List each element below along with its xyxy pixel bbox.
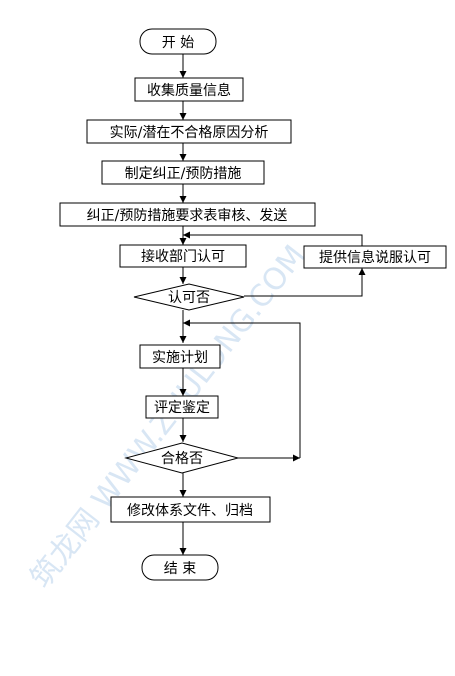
step-evaluate (145, 395, 219, 419)
step-approve-label: 接收部门认可 (141, 248, 225, 265)
step-collect-label: 收集质量信息 (147, 82, 231, 99)
start-terminator (139, 28, 217, 55)
connectors (179, 54, 366, 555)
step-evaluate-label: 评定鉴定 (154, 400, 210, 416)
step-analyze-label: 实际/潜在不合格原因分析 (110, 125, 269, 141)
start-label: 开 始 (162, 35, 194, 51)
end-label: 结 束 (164, 561, 196, 577)
step-implement-label: 实施计划 (152, 350, 208, 366)
decision-pass-label: 合格否 (161, 451, 203, 467)
step-submit (59, 202, 316, 227)
decision-approve (133, 283, 245, 311)
step-implement (139, 344, 221, 369)
step-persuade (303, 245, 447, 269)
step-modify (110, 496, 271, 523)
step-develop-label: 制定纠正/预防措施 (125, 166, 242, 182)
decision-approve-label: 认可否 (168, 290, 210, 306)
step-collect (134, 77, 244, 102)
step-approve (119, 244, 247, 268)
decision-pass (124, 442, 240, 474)
step-modify-label: 修改体系文件、归档 (127, 502, 253, 519)
step-submit-label: 纠正/预防措施要求表审核、发送 (87, 208, 288, 224)
step-develop (101, 160, 265, 185)
end-terminator (141, 554, 219, 581)
step-persuade-label: 提供信息说服认可 (319, 249, 431, 266)
step-analyze (86, 119, 292, 144)
